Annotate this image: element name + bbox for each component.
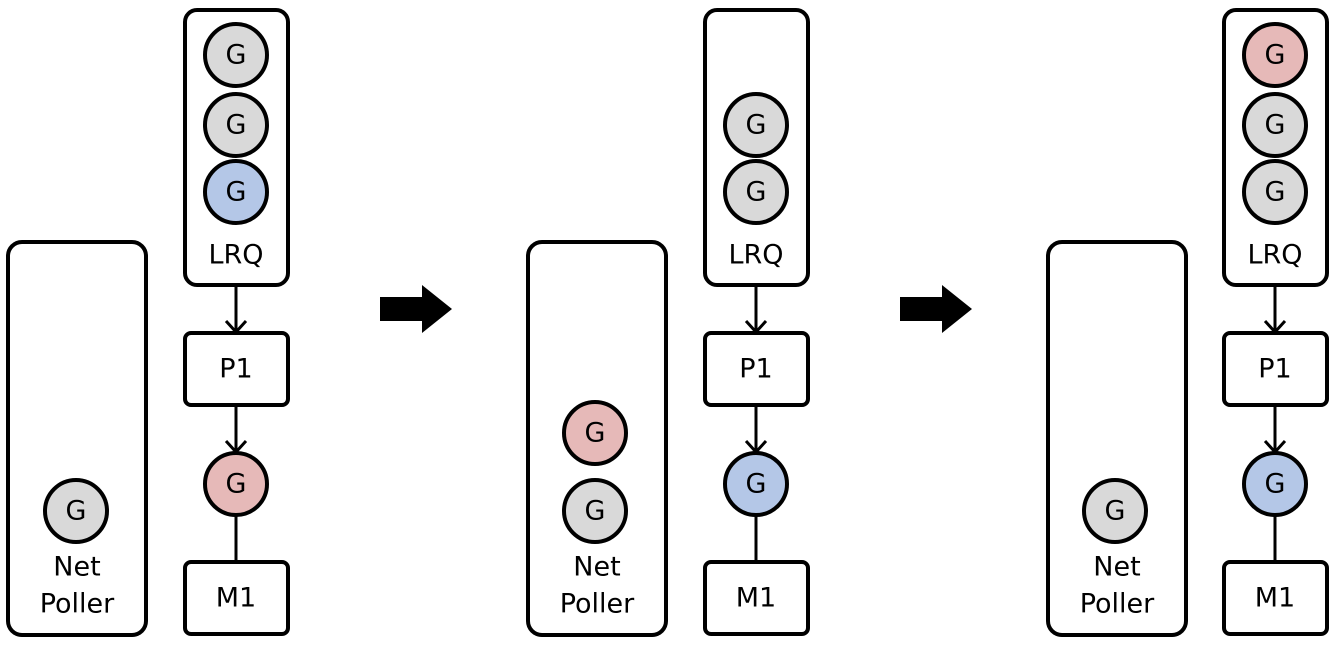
processor-label: P1 (219, 354, 252, 385)
netpoller-goroutine: G (562, 478, 628, 544)
goroutine-circle (723, 159, 789, 225)
goroutine-label: G (746, 110, 767, 141)
arrow-down (224, 285, 248, 335)
goroutine-circle (1242, 22, 1308, 88)
arrow-down (1263, 285, 1287, 335)
net-poller-box (6, 240, 148, 637)
goroutine-label: G (1265, 177, 1286, 208)
netpoller-goroutine: G (43, 478, 109, 544)
lrq-goroutine: G (203, 22, 269, 88)
goroutine-circle (562, 478, 628, 544)
local-run-queue: G G G LRQ (1222, 8, 1329, 287)
transition-arrow-icon (900, 285, 972, 333)
goroutine-label: G (226, 40, 247, 71)
arrow-down (224, 405, 248, 455)
machine-box (183, 560, 290, 636)
lrq-goroutine: G (1242, 92, 1308, 158)
goroutine-label: G (226, 110, 247, 141)
netpoller-goroutine: G (1082, 478, 1148, 544)
arrow-down (744, 405, 768, 455)
goroutine-label: G (226, 177, 247, 208)
lrq-label: LRQ (1247, 240, 1302, 271)
goroutine-circle (1242, 92, 1308, 158)
running-goroutine: G (203, 451, 269, 517)
local-run-queue: G G G LRQ (183, 8, 290, 287)
machine-box (703, 560, 810, 636)
lrq-label: LRQ (208, 240, 263, 271)
net-poller-label: Net (573, 552, 620, 583)
arrow-down (744, 285, 768, 335)
goroutine-label: G (66, 496, 87, 527)
goroutine-circle (562, 400, 628, 466)
goroutine-circle (1242, 159, 1308, 225)
processor-label: P1 (1258, 354, 1291, 385)
machine-label: M1 (736, 583, 776, 614)
transition-arrow-icon (380, 285, 452, 333)
goroutine-circle (203, 159, 269, 225)
goroutine-label: G (746, 177, 767, 208)
arrow-down (1263, 405, 1287, 455)
goroutine-circle (203, 92, 269, 158)
goroutine-label: G (1265, 110, 1286, 141)
lrq-goroutine: G (1242, 159, 1308, 225)
machine-box (1222, 560, 1329, 636)
local-run-queue: G G LRQ (703, 8, 810, 287)
goroutine-circle (1082, 478, 1148, 544)
machine-label: M1 (1255, 583, 1295, 614)
lrq-goroutine: G (203, 92, 269, 158)
goroutine-label: G (746, 469, 767, 500)
goroutine-circle (203, 22, 269, 88)
goroutine-label: G (1265, 40, 1286, 71)
net-poller-label: Poller (560, 589, 635, 620)
lrq-goroutine: G (723, 159, 789, 225)
lrq-label: LRQ (728, 240, 783, 271)
goroutine-circle (43, 478, 109, 544)
goroutine-label: G (1105, 496, 1126, 527)
goroutine-label: G (585, 418, 606, 449)
lrq-goroutine: G (723, 92, 789, 158)
running-goroutine: G (723, 451, 789, 517)
net-poller-box (1046, 240, 1188, 637)
processor-label: P1 (739, 354, 772, 385)
goroutine-circle (723, 92, 789, 158)
net-poller-label: Poller (1080, 589, 1155, 620)
lrq-goroutine: G (203, 159, 269, 225)
goroutine-label: G (1265, 469, 1286, 500)
net-poller-label: Net (53, 552, 100, 583)
lrq-goroutine: G (1242, 22, 1308, 88)
net-poller-label: Net (1093, 552, 1140, 583)
goroutine-label: G (585, 496, 606, 527)
netpoller-goroutine: G (562, 400, 628, 466)
machine-label: M1 (216, 583, 256, 614)
running-goroutine: G (1242, 451, 1308, 517)
net-poller-label: Poller (40, 589, 115, 620)
goroutine-label: G (226, 469, 247, 500)
